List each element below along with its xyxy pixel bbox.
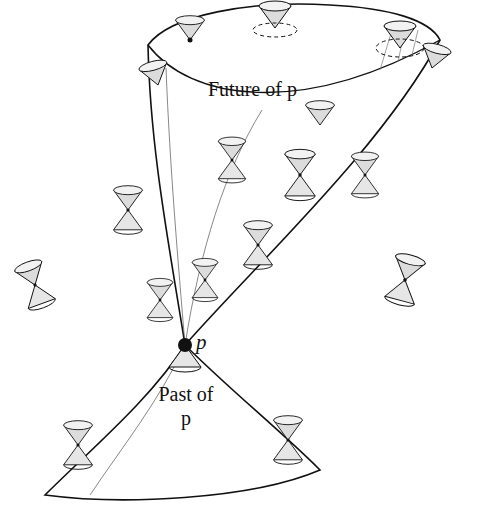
future-region — [148, 4, 440, 345]
region-label: Past of p — [158, 382, 214, 430]
region-label: Future of p — [208, 78, 297, 101]
event-point — [178, 338, 192, 352]
past-region — [45, 345, 320, 500]
point-label: p — [196, 330, 207, 355]
